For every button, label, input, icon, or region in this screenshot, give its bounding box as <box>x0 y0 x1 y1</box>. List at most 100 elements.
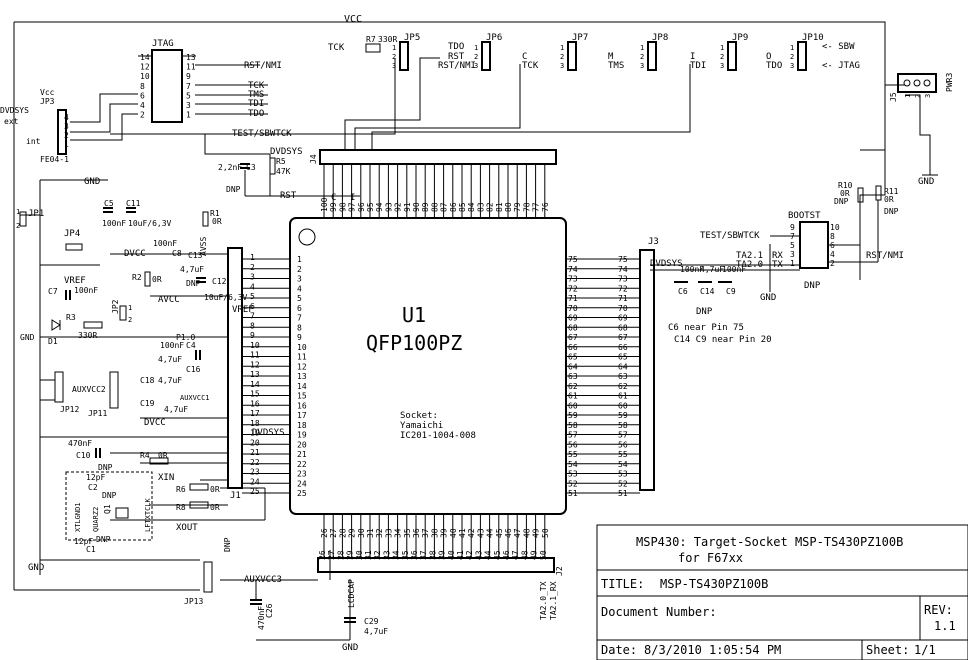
j1-pin-25: 25 <box>250 487 260 496</box>
c11-label: C11 <box>126 199 141 208</box>
u1-pin-95: 95 <box>366 202 375 212</box>
u1-pin-23: 23 <box>297 470 307 479</box>
date-value: 8/3/2010 1:05:54 PM <box>644 643 781 657</box>
j1-connector: J1 1234567891011121314151617181920212223… <box>227 247 260 501</box>
jp6-rst: RST <box>448 52 465 62</box>
u1-pin-20: 20 <box>297 440 307 449</box>
u1-pin-71: 71 <box>568 294 578 303</box>
u1-pin-38: 38 <box>430 528 439 538</box>
jp12-label: JP12 <box>60 405 79 414</box>
jp3-part: FE04-1 <box>40 155 69 164</box>
right-passives: DVDSYS 100nF 4,7uF 100nF C6 C14 C9 GND D… <box>650 259 776 345</box>
net-avss: AVSS <box>199 237 208 256</box>
j3-pin-63: 63 <box>618 372 628 381</box>
bootst-pin-1: 1 <box>790 259 795 268</box>
r11-label: R11 <box>884 187 899 196</box>
u1-pin-42: 42 <box>467 528 476 538</box>
jtag-pin-5: 5 <box>186 91 191 100</box>
u1-pin-32: 32 <box>375 528 384 538</box>
bypass-dnp: DNP <box>696 307 713 317</box>
j2-pin-44: 44 <box>484 550 493 560</box>
j2-label: J2 <box>555 566 564 576</box>
j2-pin-46: 46 <box>502 550 511 560</box>
u1-pin-28: 28 <box>338 528 347 538</box>
u1-pin-54: 54 <box>568 460 578 469</box>
jtag-pin-6: 6 <box>140 91 145 100</box>
u1-pin-68: 68 <box>568 323 578 332</box>
net-rx: RX <box>772 251 783 261</box>
jp10-pin-1: 1 <box>790 44 794 52</box>
net-lcdcap: LCDCAP <box>347 579 356 608</box>
j2-pin-48: 48 <box>520 550 529 560</box>
net-auxvcc2: AUXVCC2 <box>72 385 106 394</box>
j1-pin-4: 4 <box>250 282 255 291</box>
j1-pin-23: 23 <box>250 468 260 477</box>
r3-label: R3 <box>66 313 76 322</box>
jp7-c: C <box>522 52 527 62</box>
u1-pin-63: 63 <box>568 372 578 381</box>
jp6-pin-2: 2 <box>474 53 478 61</box>
jp3-pin-4: 4 <box>64 113 69 122</box>
pin-i: I <box>350 193 355 203</box>
j3-pin-55: 55 <box>618 450 628 459</box>
u1-pin-79: 79 <box>513 202 522 212</box>
j3-pin-68: 68 <box>618 323 628 332</box>
u1-pin-77: 77 <box>532 202 541 212</box>
j1-label: J1 <box>230 491 241 501</box>
c29-label: C29 <box>364 617 379 626</box>
u1-pin-48: 48 <box>522 528 531 538</box>
jp4-label: JP4 <box>64 229 80 239</box>
c3-dnp: DNP <box>226 185 241 194</box>
j2-pin-29: 29 <box>346 550 355 560</box>
u1-pin-59: 59 <box>568 411 578 420</box>
j1-pin-22: 22 <box>250 458 260 467</box>
u1-socket-part: IC201-1004-008 <box>400 431 476 441</box>
title-label: TITLE: <box>601 577 644 591</box>
c13-value: 4,7uF <box>180 265 204 274</box>
jtag-pin-11: 11 <box>186 63 196 72</box>
j2-pin-34: 34 <box>392 550 401 560</box>
u1-pin-51: 51 <box>568 489 578 498</box>
u1-pin-69: 69 <box>568 314 578 323</box>
r5-label: R5 <box>276 157 286 166</box>
net-gnd-pwr: GND <box>918 177 934 187</box>
jp5-tck: TCK <box>328 43 345 53</box>
q1-xtlgnd1: XTLGND1 <box>74 502 82 532</box>
u1-pin-83: 83 <box>476 202 485 212</box>
jp5-pin-1: 1 <box>392 44 396 52</box>
j2-pin-32: 32 <box>373 550 382 560</box>
j1-pin-21: 21 <box>250 448 260 457</box>
r6-label: R6 <box>176 485 186 494</box>
jtag-pin-2: 2 <box>140 111 145 120</box>
c10-value: 470nF <box>68 439 92 448</box>
u1-pin-58: 58 <box>568 421 578 430</box>
j2-pin-39: 39 <box>438 550 447 560</box>
date-label: Date: <box>601 643 637 657</box>
j3-pin-67: 67 <box>618 333 628 342</box>
j3-pin-53: 53 <box>618 470 628 479</box>
u1-pin-p10: P1.0 <box>176 333 195 342</box>
left-passives: GND JP1 1 2 C5 C11 100nF 10uF/6,3V JP4 D… <box>16 177 558 653</box>
u1-pin-45: 45 <box>495 528 504 538</box>
net-ta21: TA2.1 <box>736 251 763 261</box>
r4-value: 0R <box>158 451 168 460</box>
jp8-pin-3: 3 <box>640 62 644 70</box>
q1-lftxtclk: LFTXTCLK <box>144 497 152 532</box>
pwr3-header: 1 2 3 PWR3 J5 GND <box>889 73 954 187</box>
u1-pin-56: 56 <box>568 440 578 449</box>
u1-pin-26: 26 <box>320 528 329 538</box>
jp1-pin2: 2 <box>16 222 20 230</box>
j1-pin-6: 6 <box>250 302 255 311</box>
c2-label: C2 <box>88 483 98 492</box>
net-tdi: TDI <box>248 99 264 109</box>
j3-pin-59: 59 <box>618 411 628 420</box>
net-dvcc-mid: DVCC <box>144 418 166 428</box>
jtag-pin-9: 9 <box>186 72 191 81</box>
net-dvdsys-pin20: DVDSYS <box>252 428 285 438</box>
r10-label: R10 <box>838 181 853 190</box>
r11-dnp: DNP <box>884 207 899 216</box>
j3-pin-66: 66 <box>618 343 628 352</box>
